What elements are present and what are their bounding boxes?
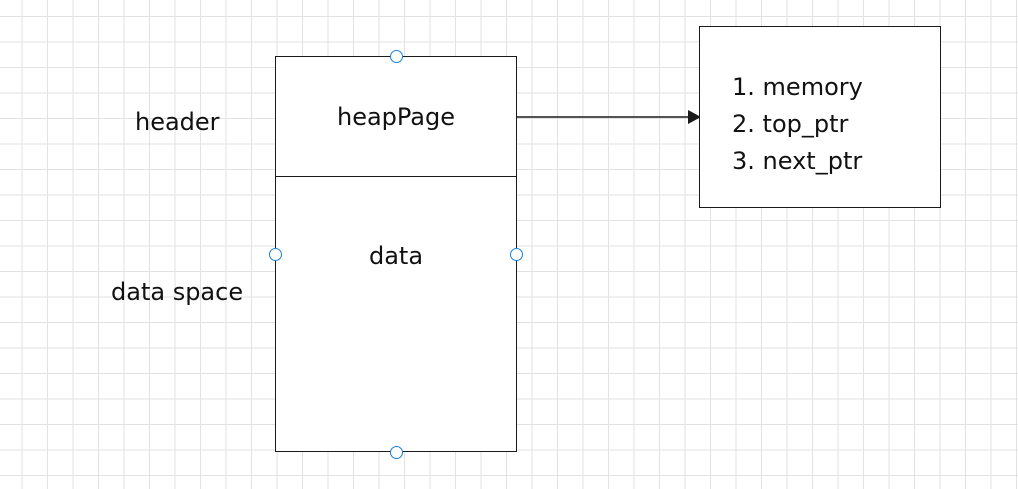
header-label: header <box>135 108 220 136</box>
fields-box[interactable]: 1. memory 2. top_ptr 3. next_ptr <box>699 26 941 208</box>
fields-list: 1. memory 2. top_ptr 3. next_ptr <box>732 69 863 180</box>
field-name: next_ptr <box>762 147 863 175</box>
heap-page-block[interactable]: heapPage data <box>275 56 517 452</box>
data-section-label: data <box>368 242 424 270</box>
list-item: 1. memory <box>732 69 863 106</box>
data-space-label: data space <box>111 278 244 306</box>
field-name: memory <box>762 73 863 101</box>
heap-page-section-label: heapPage <box>336 103 456 131</box>
connection-handle-top[interactable] <box>390 50 403 63</box>
field-name: top_ptr <box>762 110 849 138</box>
field-number: 1. <box>732 73 755 101</box>
connection-handle-left[interactable] <box>269 248 282 261</box>
section-divider <box>276 176 516 177</box>
list-item: 2. top_ptr <box>732 106 863 143</box>
list-item: 3. next_ptr <box>732 143 863 180</box>
field-number: 3. <box>732 147 755 175</box>
connection-handle-bottom[interactable] <box>390 446 403 459</box>
arrow-head-icon <box>688 110 701 124</box>
connection-handle-right[interactable] <box>510 248 523 261</box>
field-number: 2. <box>732 110 755 138</box>
